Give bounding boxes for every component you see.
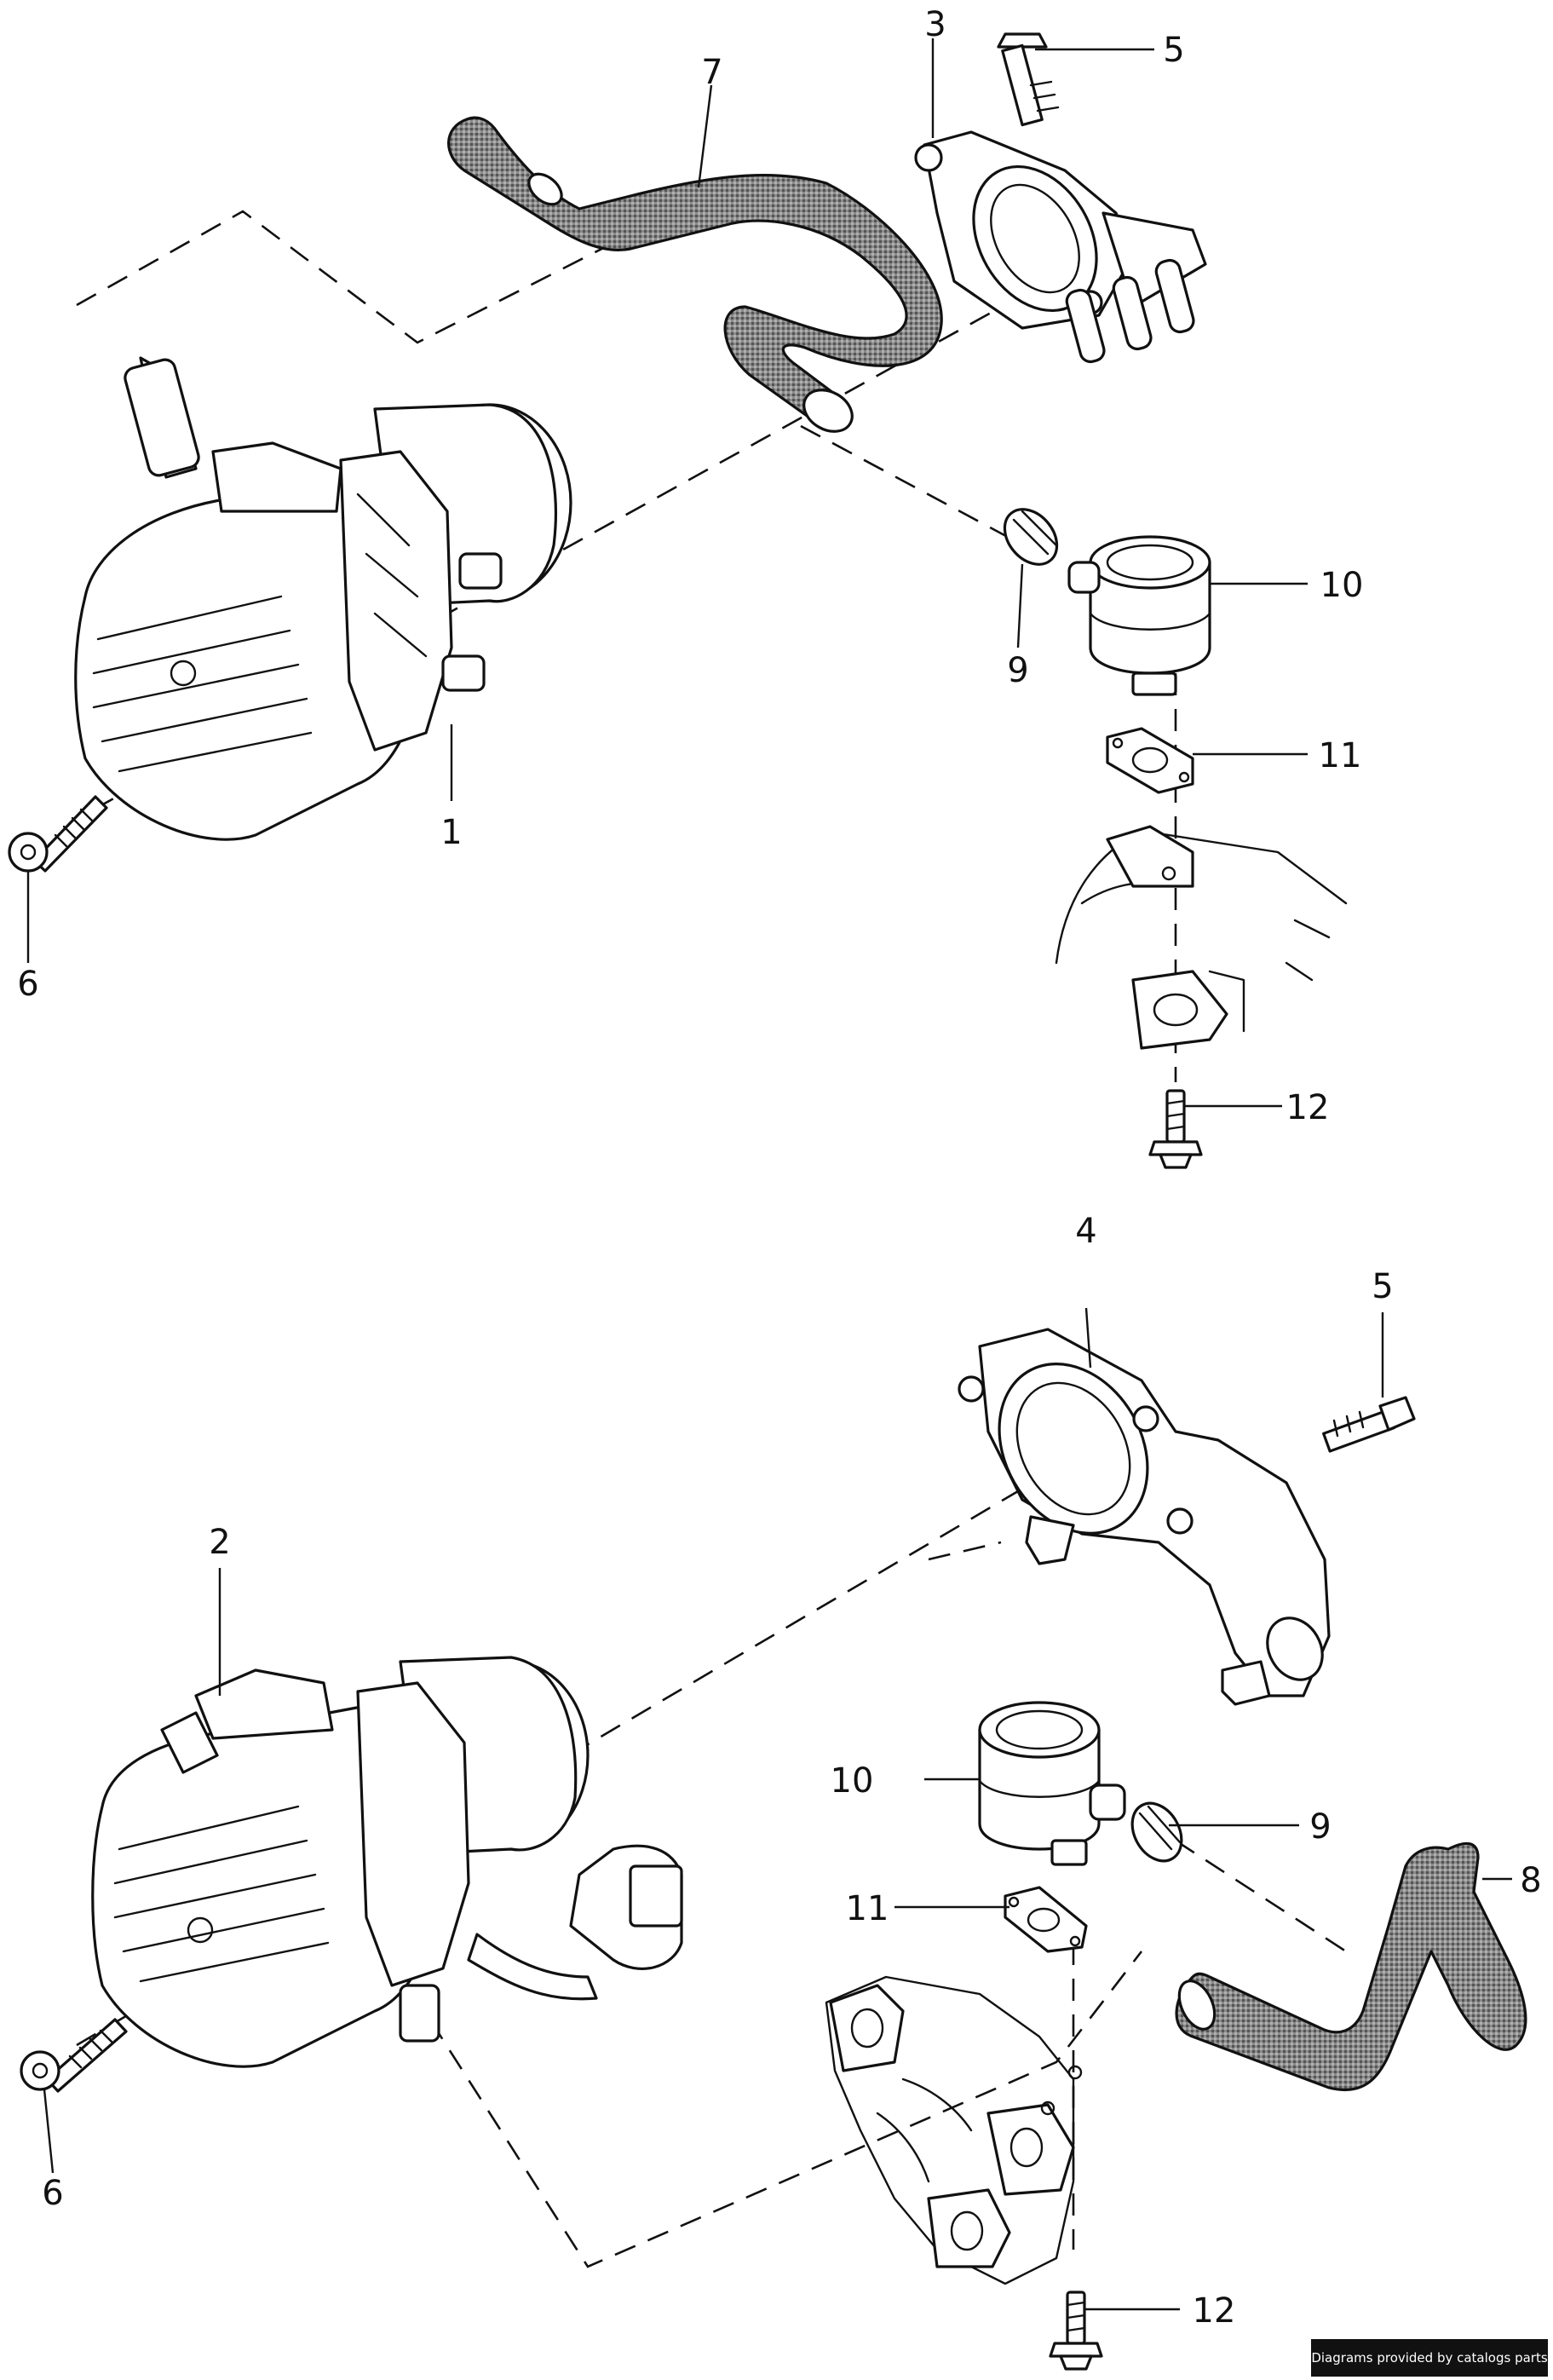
bottom-stud [1049, 2291, 1103, 2371]
callout-9-bottom: 9 [1309, 1807, 1331, 1847]
callout-11-top: 11 [1319, 736, 1362, 775]
bottom-gasket [1004, 1886, 1088, 1953]
callout-12-top: 12 [1286, 1088, 1330, 1127]
callout-6-bottom: 6 [42, 2174, 63, 2213]
bottom-screw [20, 2018, 128, 2093]
top-gasket [1106, 727, 1194, 794]
callout-11-bottom: 11 [846, 1889, 889, 1928]
callout-5-bottom: 5 [1372, 1267, 1393, 1306]
callout-9-top: 9 [1007, 651, 1028, 690]
footer-credit-badge: Diagrams provided by catalogs parts [1311, 2339, 1548, 2377]
callout-1-top: 1 [440, 813, 462, 852]
callout-7-top: 7 [701, 53, 722, 92]
bottom-air-pump [91, 1656, 683, 2068]
callout-10-top: 10 [1320, 566, 1364, 605]
footer-credit-text: Diagrams provided by catalogs parts [1311, 2350, 1548, 2366]
callout-2-bottom: 2 [209, 1523, 230, 1562]
top-flange [914, 130, 1207, 364]
bottom-valve [978, 1701, 1126, 1866]
callout-numbers: 3 5 7 1 6 10 9 11 12 4 5 2 10 9 11 8 6 1… [17, 5, 1541, 2331]
bottom-bolt [1322, 1396, 1416, 1453]
top-engine-mount [1055, 825, 1348, 1050]
callout-8-bottom: 8 [1520, 1861, 1541, 1900]
callout-3-top: 3 [924, 5, 946, 44]
callout-leaders [26, 38, 1512, 2311]
bottom-clamp [1130, 1801, 1183, 1863]
top-valve [1067, 535, 1211, 696]
callout-6-top: 6 [17, 965, 38, 1004]
top-stud [1148, 1089, 1203, 1169]
top-screw [8, 795, 108, 873]
callout-10-bottom: 10 [831, 1761, 874, 1801]
callout-12-bottom: 12 [1193, 2291, 1236, 2331]
bottom-flange [958, 1328, 1331, 1706]
bottom-hose [1175, 1841, 1527, 2092]
top-air-pump [74, 356, 572, 841]
bottom-engine-block [825, 1975, 1083, 2285]
top-bolt [997, 32, 1060, 127]
top-hose [447, 116, 943, 433]
top-clamp [1003, 508, 1059, 566]
callout-5-top: 5 [1163, 31, 1184, 70]
callout-4-bottom: 4 [1075, 1212, 1096, 1251]
